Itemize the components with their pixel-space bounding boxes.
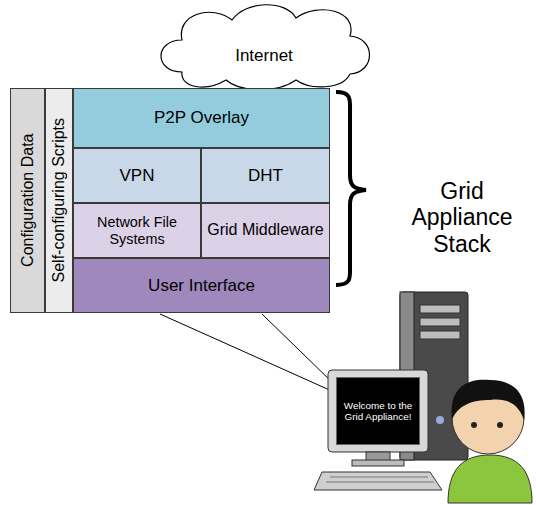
layer-box: DHT [201, 148, 330, 203]
stack-label: Grid Appliance Stack [392, 178, 532, 257]
node-text: Welcome to the Grid Appliance! [337, 400, 419, 423]
node-text: Internet [231, 46, 297, 66]
layer-box: VPN [73, 148, 201, 203]
node-text: VPN [116, 166, 159, 186]
cloud-outline [150, 0, 378, 90]
zoom-line [262, 314, 334, 384]
node-text: DHT [244, 166, 287, 186]
scripts-bar: Self-configuring Scripts [45, 88, 73, 313]
layer-box: P2P Overlay [73, 88, 330, 148]
monitor-screen: Welcome to the Grid Appliance! [336, 377, 420, 445]
node-text: Grid Middleware [203, 221, 327, 239]
layer-box: Network File Systems [73, 203, 201, 258]
node-text: Configuration Data [18, 134, 36, 267]
node-text: P2P Overlay [150, 108, 253, 128]
node-text: Self-configuring Scripts [50, 118, 68, 283]
monitor [314, 370, 442, 490]
layer-box: User Interface [73, 258, 330, 313]
curly-brace [336, 92, 366, 285]
config-bar: Configuration Data [10, 88, 45, 313]
person-icon [448, 380, 532, 503]
zoom-line [160, 314, 334, 392]
cloud: Internet [150, 0, 378, 90]
layer-box: Grid Middleware [201, 203, 330, 258]
node-text: Network File Systems [74, 214, 200, 247]
node-text: User Interface [144, 276, 259, 296]
